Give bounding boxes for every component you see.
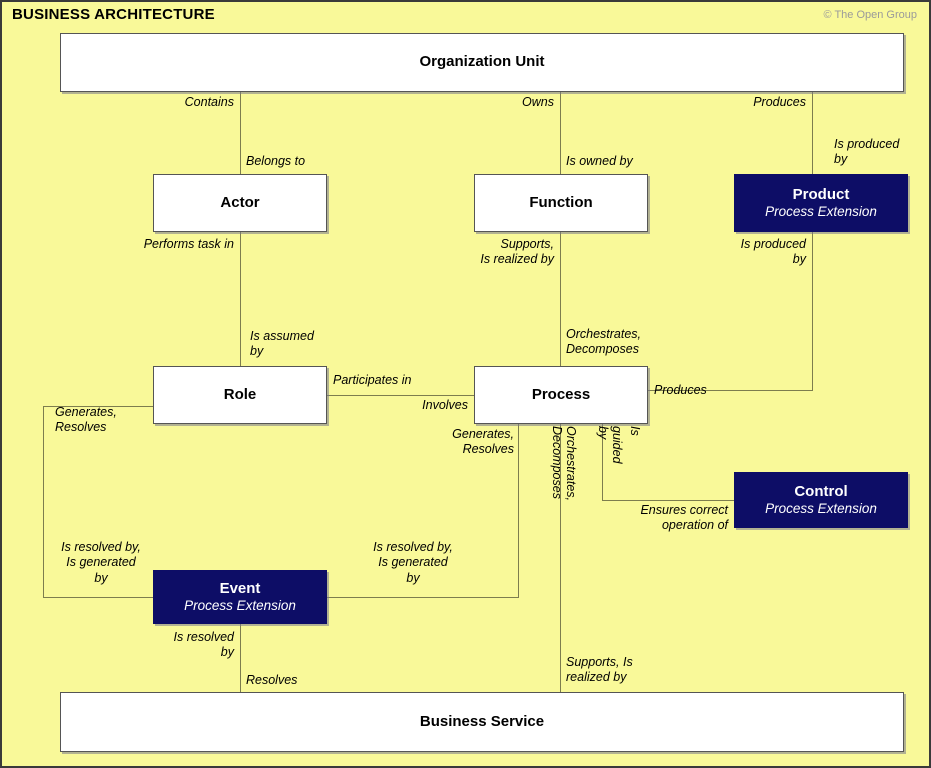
label-owns: Owns: [522, 95, 554, 109]
label-orchestrates-decomposes-function: Orchestrates, Decomposes: [566, 327, 642, 357]
label-is-produced-by-top: Is produced by: [834, 137, 900, 167]
entity-label: Business Service: [419, 712, 545, 730]
entity-function[interactable]: Function: [474, 174, 648, 232]
connector-process-control-vertical: [602, 423, 603, 500]
entity-event[interactable]: Event Process Extension: [153, 570, 327, 624]
entity-business-service[interactable]: Business Service: [60, 692, 904, 752]
connector-process-event-horizontal: [327, 597, 519, 598]
entity-label: Control: [794, 482, 848, 500]
label-is-guided-by-vertical-guided: guided: [610, 426, 624, 464]
label-is-resolved-by-is-generated-by-right: Is resolved by, Is generated by: [373, 540, 453, 585]
entity-actor[interactable]: Actor: [153, 174, 327, 232]
entity-label: Actor: [220, 193, 260, 211]
entity-label: Process: [531, 385, 591, 403]
connector-product-down: [812, 232, 813, 391]
label-contains: Contains: [184, 95, 234, 109]
label-supports-is-realized-by: Supports, Is realized by: [480, 237, 554, 267]
entity-label: Role: [223, 385, 257, 403]
connector-event-businessservice: [240, 624, 241, 692]
label-decomposes-vertical: Decomposes: [550, 426, 564, 499]
label-resolves: Resolves: [246, 673, 298, 687]
entity-process[interactable]: Process: [474, 366, 648, 424]
entity-role[interactable]: Role: [153, 366, 327, 424]
label-is-resolved-by-is-generated-by-left: Is resolved by, Is generated by: [61, 540, 141, 585]
label-is-produced-by-mid: Is produced by: [740, 237, 806, 267]
connector-role-process: [327, 395, 474, 396]
entity-control[interactable]: Control Process Extension: [734, 472, 908, 528]
entity-subtitle: Process Extension: [765, 501, 877, 517]
entity-subtitle: Process Extension: [184, 598, 296, 614]
connector-function-process: [560, 232, 561, 366]
label-performs-task-in: Performs task in: [143, 237, 234, 251]
connector-process-event-vertical: [518, 423, 519, 597]
label-generates-resolves-right: Generates, Resolves: [452, 427, 514, 457]
connector-role-left-horizontal: [43, 406, 153, 407]
label-is-assumed-by: Is assumed by: [250, 329, 314, 359]
connector-process-businessservice: [560, 423, 561, 692]
label-produces-process: Produces: [654, 383, 707, 397]
label-ensures-correct-operation-of: Ensures correct operation of: [640, 503, 728, 533]
page-title: BUSINESS ARCHITECTURE: [12, 6, 215, 23]
connector-orgunit-function: [560, 92, 561, 174]
entity-label: Function: [529, 193, 593, 211]
label-produces-top: Produces: [753, 95, 806, 109]
copyright-notice: © The Open Group: [823, 9, 917, 21]
entity-label: Product: [792, 185, 850, 203]
connector-process-control-horizontal: [602, 500, 734, 501]
connector-left-event-horizontal: [43, 597, 153, 598]
connector-role-left-vertical: [43, 406, 44, 597]
entity-organization-unit[interactable]: Organization Unit: [60, 33, 904, 92]
entity-product[interactable]: Product Process Extension: [734, 174, 908, 232]
label-supports-is-realized-by-bottom: Supports, Is realized by: [566, 655, 633, 685]
label-is-resolved-by-event: Is resolved by: [173, 630, 234, 660]
label-participates-in: Participates in: [333, 373, 412, 387]
connector-product-process-horizontal: [648, 390, 813, 391]
entity-subtitle: Process Extension: [765, 204, 877, 220]
connector-actor-role: [240, 232, 241, 366]
entity-label: Organization Unit: [419, 53, 545, 71]
entity-label: Event: [219, 579, 261, 597]
connector-orgunit-product: [812, 92, 813, 174]
label-is-owned-by: Is owned by: [566, 154, 633, 168]
connector-orgunit-actor: [240, 92, 241, 174]
label-is-guided-by-vertical-is: Is: [628, 426, 642, 436]
label-involves: Involves: [422, 398, 468, 412]
label-orchestrates-vertical: Orchestrates,: [564, 426, 578, 502]
label-belongs-to: Belongs to: [246, 154, 306, 168]
label-generates-resolves-left: Generates, Resolves: [55, 405, 117, 435]
label-is-guided-by-vertical-by: by: [596, 426, 610, 440]
